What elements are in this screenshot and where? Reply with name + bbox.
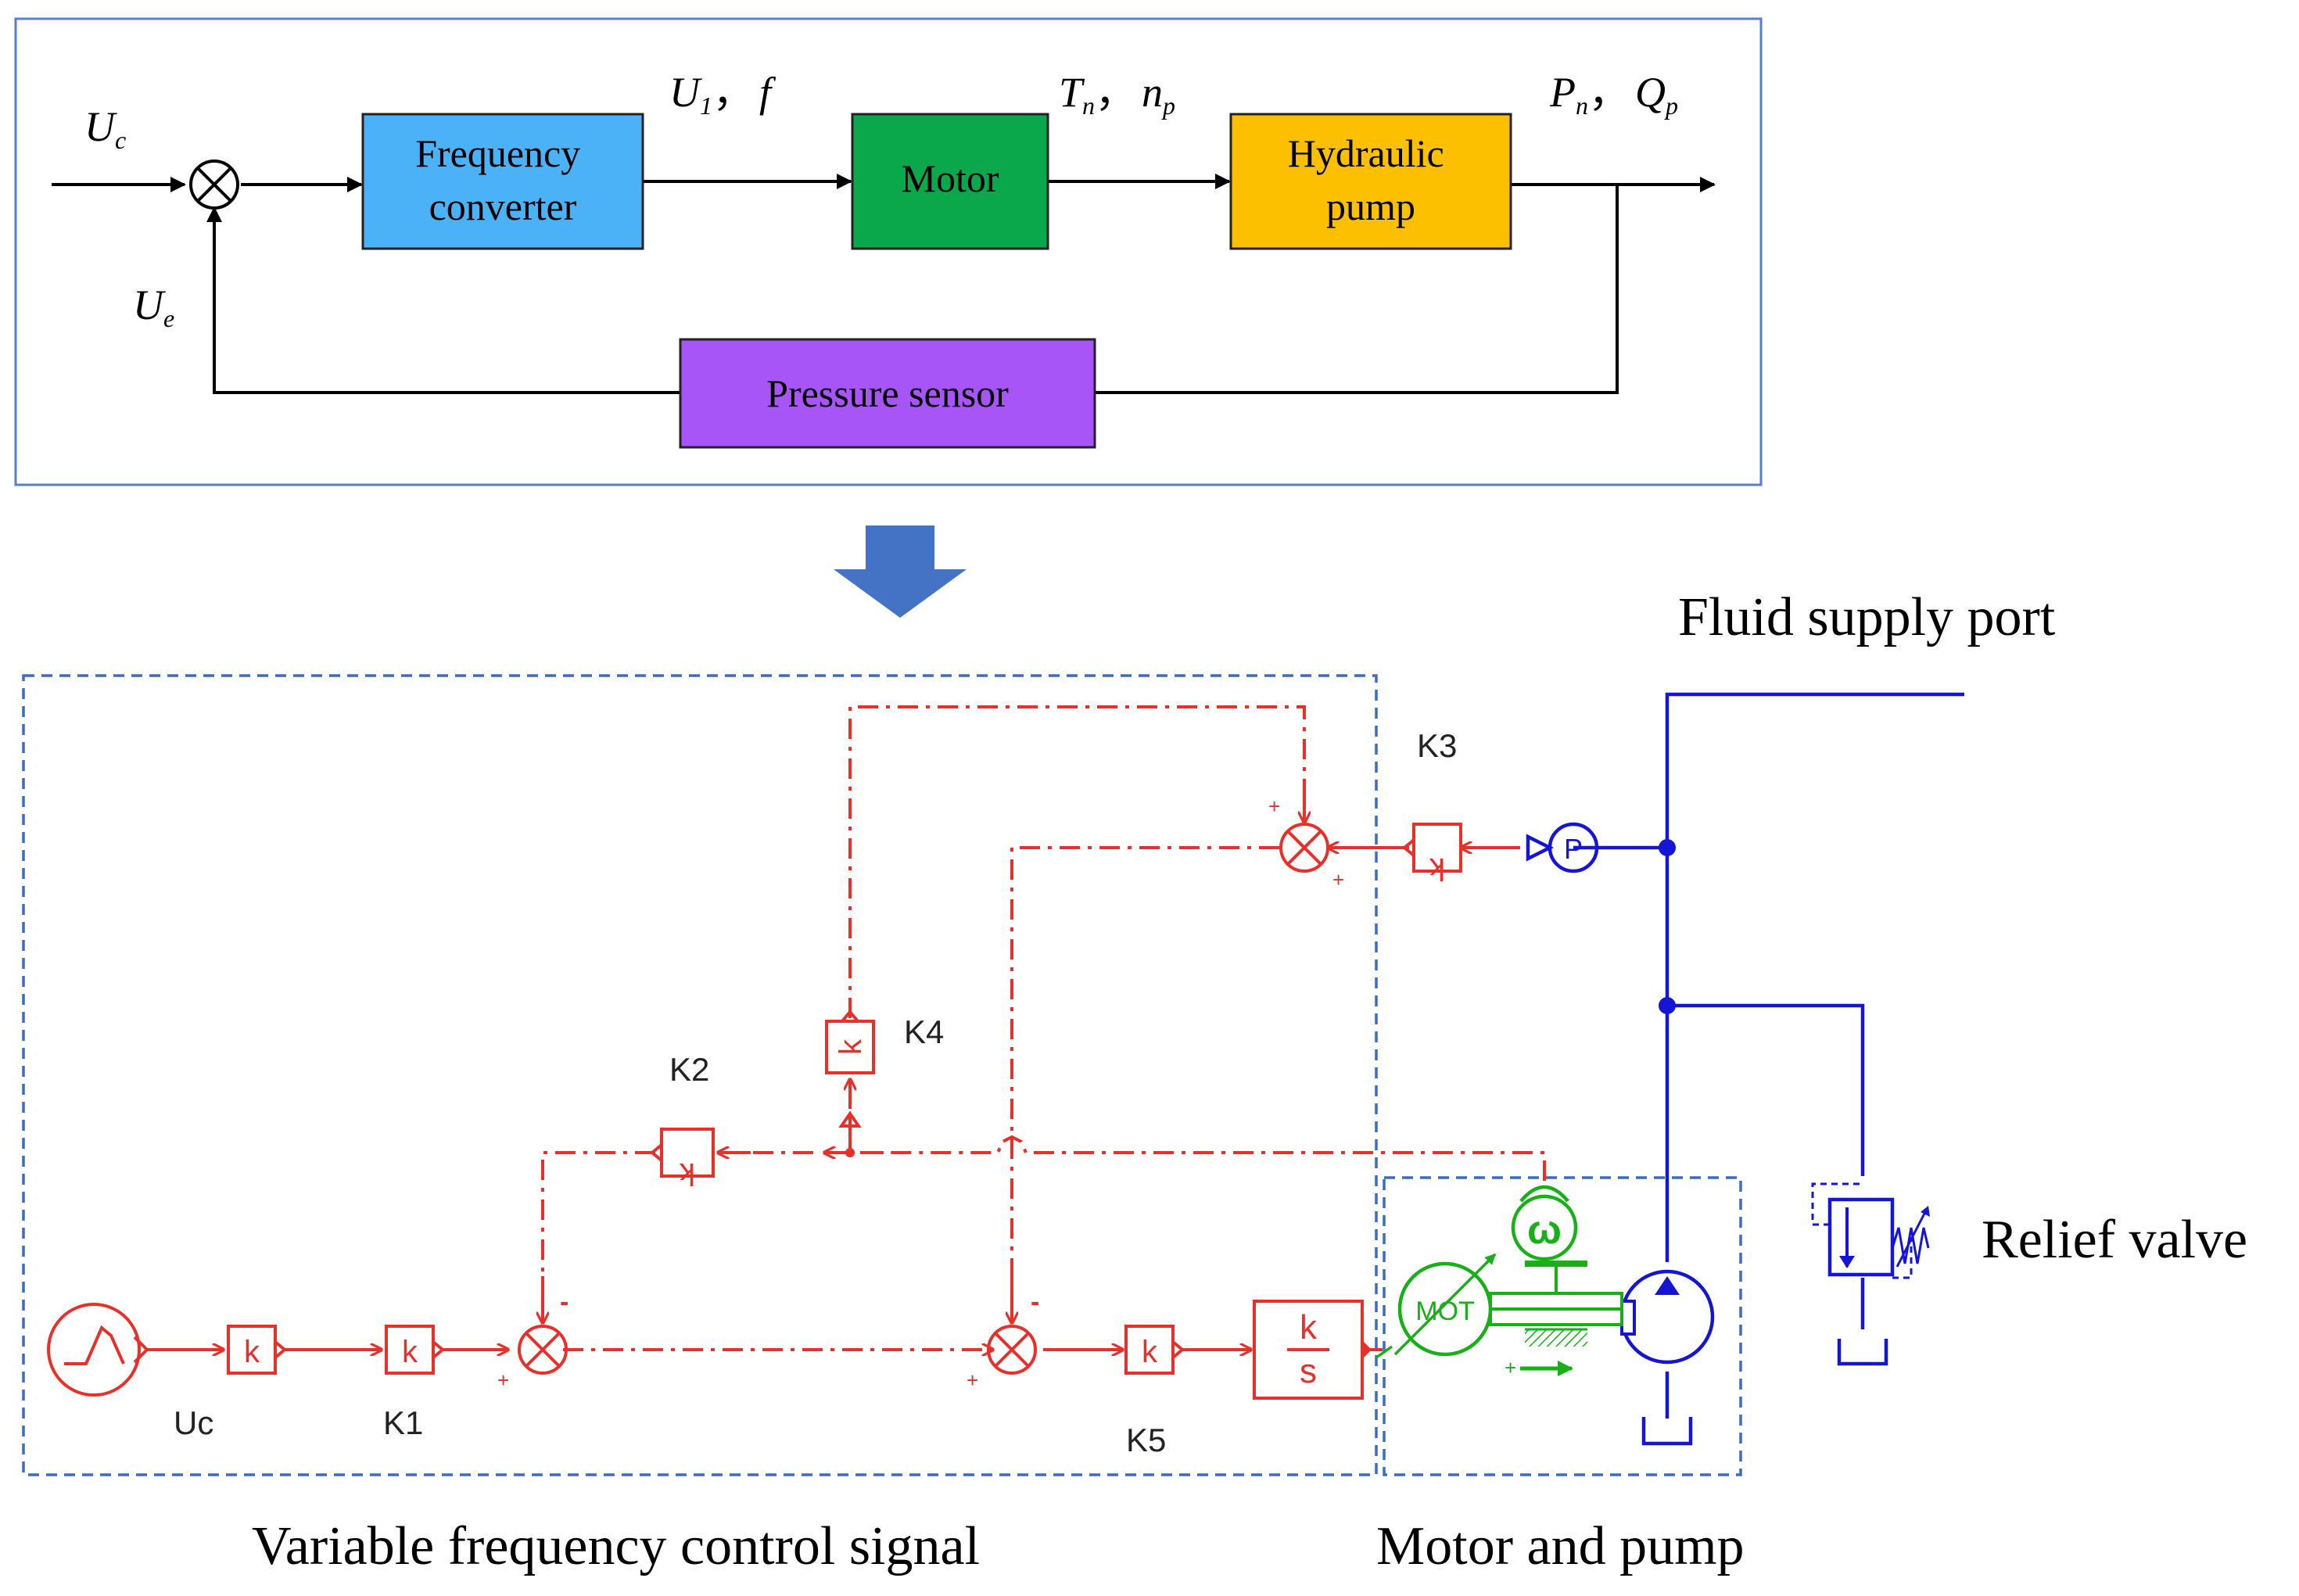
sum-junction-2: - + [967, 1287, 1039, 1392]
motor-pump-frame [1383, 1176, 1742, 1476]
uc-label: Uc [174, 1404, 213, 1441]
feedback-wire-left [206, 206, 680, 394]
hydraulic-pump-icon [1619, 1269, 1715, 1365]
signal-u1-f-label: U1，f [669, 69, 776, 120]
svg-text:+: + [1505, 1356, 1516, 1379]
gain-block-k5: k [1124, 1325, 1185, 1375]
svg-text:MOT: MOT [1415, 1297, 1475, 1326]
svg-text:k: k [244, 1335, 260, 1369]
uc-source [47, 1303, 149, 1397]
k4-label: K4 [904, 1013, 944, 1050]
block-diagram-frame [14, 17, 1763, 486]
sum-junction-1: - + [497, 1287, 568, 1392]
hydraulic-pump-block [1229, 113, 1512, 250]
integrator-block: k s [1253, 1300, 1372, 1400]
gain-block-k4: k [825, 1009, 875, 1074]
frequency-converter-block [361, 113, 644, 250]
k2-label: K2 [669, 1051, 709, 1088]
svg-text:+: + [967, 1368, 978, 1392]
svg-text:k: k [402, 1335, 418, 1369]
motor-and-pump-label: Motor and pump [1376, 1516, 1745, 1576]
svg-text:k: k [679, 1157, 695, 1191]
simulation-model: k k k k k k k [22, 587, 2247, 1576]
speed-sensor-icon: ω [1511, 1185, 1578, 1261]
svg-text:+: + [1332, 868, 1344, 891]
summing-junction [189, 160, 239, 210]
hydraulic-pump-label: Hydraulic pump [1288, 131, 1454, 228]
svg-text:-: - [560, 1287, 568, 1317]
svg-text:s: s [1300, 1352, 1317, 1390]
fluid-supply-port-label: Fluid supply port [1678, 587, 2056, 647]
control-signal-frame [22, 674, 1378, 1476]
pressure-sensor-block [679, 338, 1096, 449]
feedback-wire-right [1095, 185, 1619, 394]
pressure-sensor-icon: P [1526, 822, 1599, 873]
down-arrow-icon [834, 525, 967, 618]
signal-ue-label: Ue [133, 282, 174, 332]
signal-tn-np-label: Tn，np [1059, 69, 1175, 120]
signal-uc-label: Uc [84, 103, 126, 154]
relief-valve-label: Relief valve [1982, 1210, 2247, 1270]
k5-label: K5 [1126, 1422, 1166, 1458]
pressure-sensor-label: Pressure sensor [766, 371, 1009, 415]
gain-block-k3: k [1401, 823, 1462, 886]
motor-block [851, 113, 1049, 250]
control-signal-label: Variable frequency control signal [252, 1516, 980, 1576]
svg-text:-: - [1031, 1287, 1039, 1317]
svg-text:ω: ω [1527, 1207, 1562, 1253]
pump-tank-icon [1641, 1417, 1693, 1446]
k3-label: K3 [1417, 727, 1457, 764]
relief-tank-icon [1837, 1339, 1888, 1366]
block-diagram: Frequency converter Motor Hydraulic pump… [14, 17, 1763, 486]
relief-valve-icon [1811, 1182, 1930, 1279]
svg-text:P: P [1564, 833, 1583, 865]
signal-pn-qp-label: Pn，Qp [1549, 69, 1678, 120]
svg-text:+: + [1268, 794, 1280, 818]
svg-text:k: k [834, 1038, 868, 1055]
svg-text:k: k [1300, 1308, 1318, 1347]
motor-icon: MOT + [1375, 1253, 1623, 1379]
sum-junction-3: + + [1268, 794, 1344, 891]
frequency-converter-label: Frequency converter [415, 131, 590, 228]
control-signal-wires [147, 705, 1546, 1350]
gain-block-k1: k [385, 1325, 446, 1375]
k1-label: K1 [383, 1404, 423, 1441]
svg-text:+: + [497, 1368, 509, 1392]
svg-text:k: k [1142, 1335, 1158, 1369]
hydraulic-lines [1573, 692, 1964, 1418]
svg-text:k: k [1429, 852, 1445, 886]
gain-block-1: k [227, 1325, 288, 1375]
gain-block-k2: k [649, 1128, 715, 1191]
motor-label: Motor [902, 156, 999, 200]
